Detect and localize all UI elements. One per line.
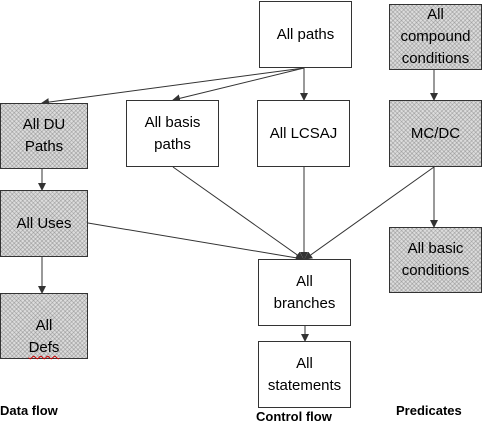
node-all-paths: All paths	[259, 1, 352, 68]
label-predicates: Predicates	[396, 403, 462, 418]
arrow-basis-to-branches	[172, 166, 304, 260]
all-defs-word-all: All	[35, 317, 53, 334]
label-data-flow: Data flow	[0, 403, 58, 418]
node-all-du-paths: All DU Paths	[0, 103, 88, 169]
node-all-compound-conditions: All compound conditions	[389, 4, 482, 70]
node-all-basic-conditions: All basic conditions	[389, 227, 482, 293]
arrow-uses-to-branches	[87, 222, 304, 262]
arrow-paths-to-basis-paths	[172, 67, 305, 103]
node-all-basis-paths: All basis paths	[126, 100, 219, 167]
arrow-paths-to-du-paths	[41, 67, 305, 107]
node-all-statements: All statements	[258, 341, 351, 408]
arrow-mcdc-to-branches	[304, 166, 435, 260]
node-all-branches: All branches	[258, 259, 351, 326]
node-all-lcsaj: All LCSAJ	[257, 100, 350, 167]
node-all-defs: All Defs	[0, 293, 88, 359]
all-defs-word-defs: Defs	[28, 339, 60, 356]
node-mcdc: MC/DC	[389, 100, 482, 167]
label-control-flow: Control flow	[256, 409, 332, 424]
node-all-uses: All Uses	[0, 190, 88, 257]
